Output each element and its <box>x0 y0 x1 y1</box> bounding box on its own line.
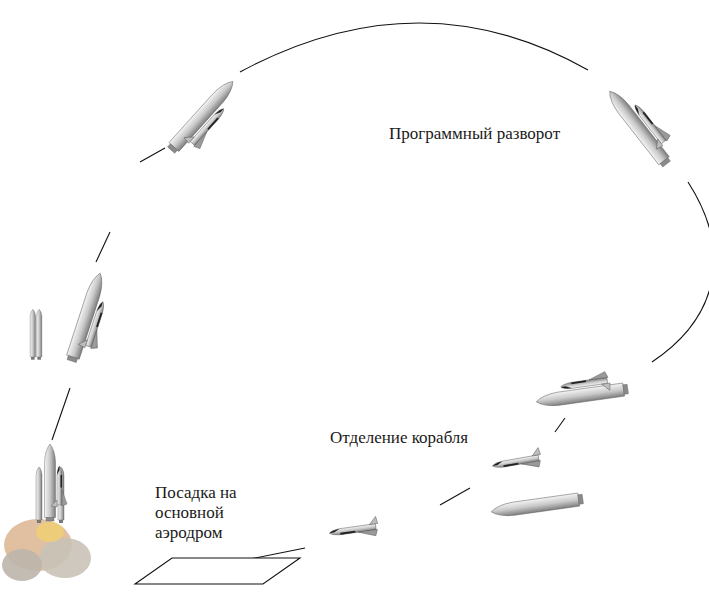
annotation-label: Отделение корабля <box>330 428 530 448</box>
annotation-label: Программный разворот <box>389 124 629 144</box>
returning-stack <box>533 369 628 409</box>
annotation-label: Посадка на основной аэродром <box>155 483 255 543</box>
upper-stack <box>166 77 248 164</box>
ascent-stack <box>65 271 119 367</box>
separated-tank <box>490 492 583 518</box>
launch-stack <box>36 444 67 523</box>
turning-stack <box>605 79 683 168</box>
separated-orbiter <box>491 447 543 474</box>
runway <box>135 558 300 584</box>
trajectory-line <box>52 23 709 568</box>
launch-cloud <box>2 519 91 581</box>
spent-boosters <box>30 309 42 359</box>
landing-orbiter <box>328 516 379 542</box>
